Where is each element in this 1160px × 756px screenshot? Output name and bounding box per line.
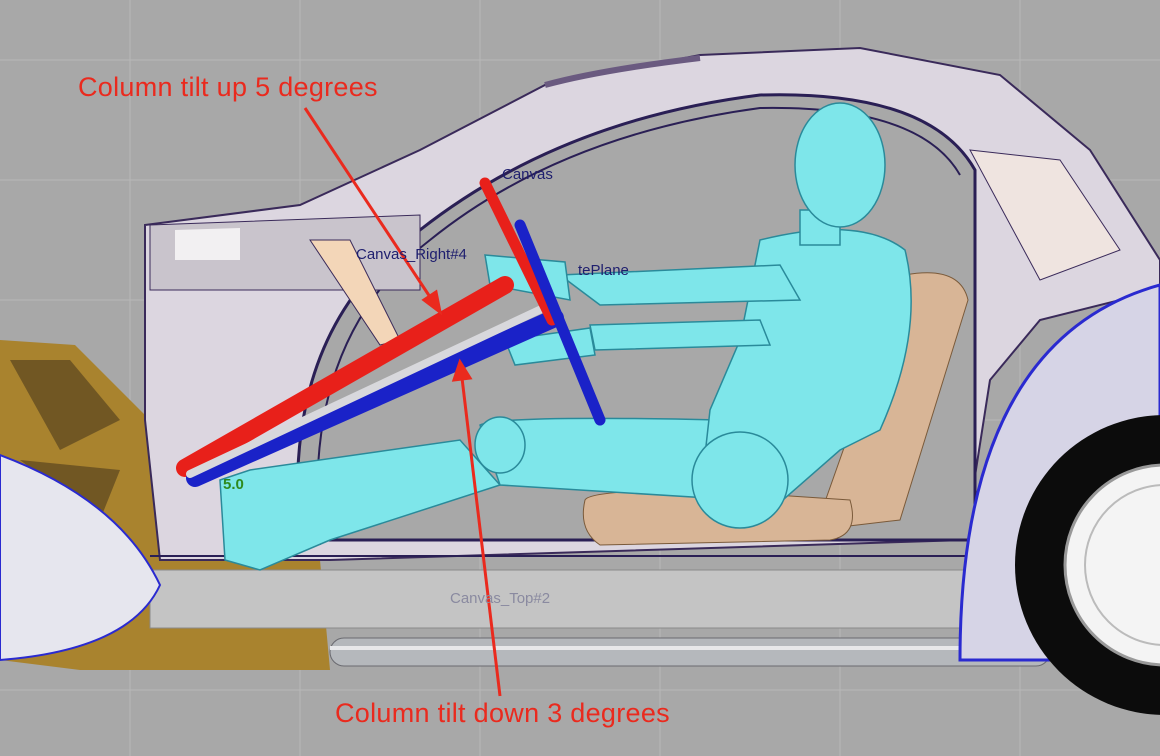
dimension-label: 5.0 [223,476,244,493]
steering-column-up [176,276,514,477]
mannequin-forearm [589,319,772,351]
sill-tube [329,637,1051,667]
floor-panel [149,569,1001,629]
canvas-label: Canvas [502,166,553,183]
front-nose [0,453,162,662]
annotation-arrows [303,107,502,697]
canvas-top-label: Canvas_Top#2 [450,590,551,607]
rim [1063,463,1160,667]
steering-column-reference [186,301,554,478]
steering-column-down [186,309,564,487]
steering-wheel-up [479,177,558,326]
canvas-right-label: Canvas_Right#4 [356,246,467,263]
annotation-tilt-down: Column tilt down 3 degrees [335,698,670,728]
annotation-tilt-up: Column tilt up 5 degrees [78,72,378,102]
mannequin-head [794,102,886,228]
plane-label: tePlane [578,262,629,279]
steering-wheel-down [514,219,606,426]
mannequin-arm [557,264,802,306]
mannequin-leg-lower [219,439,502,571]
